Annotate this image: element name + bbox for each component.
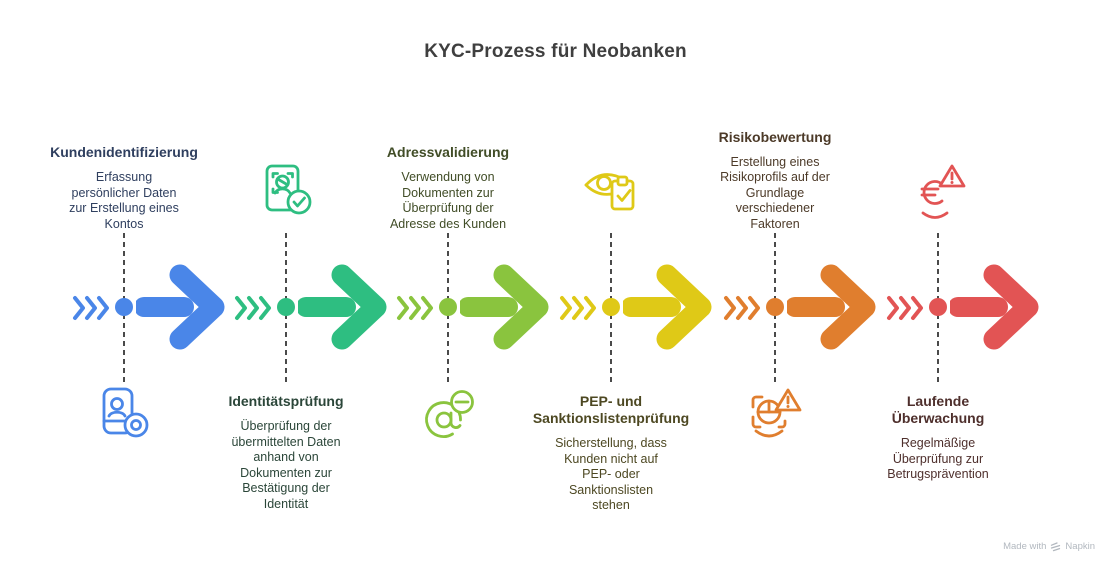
napkin-logo-icon xyxy=(1051,542,1061,552)
step-description: Sicherstellung, dass Kunden nicht auf PE… xyxy=(555,436,667,512)
triple-chevron-icon xyxy=(887,296,923,320)
connector-dashed-line xyxy=(447,233,449,383)
step-description: Regelmäßige Überprüfung zur Betrugspräve… xyxy=(887,436,989,481)
step-icon-slot xyxy=(254,161,318,225)
forward-arrow-icon xyxy=(460,264,549,350)
triple-chevron-icon xyxy=(560,296,596,320)
connector-dashed-line xyxy=(610,233,612,383)
step-icon-slot xyxy=(92,383,156,447)
step-label: Risikobewertung xyxy=(718,128,832,145)
connector-dashed-line xyxy=(774,233,776,383)
step-icon-slot xyxy=(906,161,970,225)
step-description: Erstellung eines Risikoprofils auf der G… xyxy=(720,154,830,231)
step-text: Kundenidentifizierung Erfassung persönli… xyxy=(34,100,214,232)
forward-arrow-icon xyxy=(623,264,712,350)
chart-warning-icon xyxy=(751,388,802,438)
step-text: Laufende Überwachung Regelmäßige Überprü… xyxy=(848,393,1028,483)
at-minus-icon xyxy=(425,390,474,438)
triple-chevron-icon xyxy=(73,296,109,320)
step-label: PEP- und Sanktionslistenprüfung xyxy=(532,393,690,426)
document-face-check-icon xyxy=(265,164,312,215)
timeline-dot xyxy=(602,298,620,316)
triple-chevron-icon xyxy=(235,296,271,320)
step-label: Kundenidentifizierung xyxy=(50,144,198,160)
timeline-dot xyxy=(277,298,295,316)
euro-warning-icon xyxy=(920,164,966,219)
step-label: Identitätsprüfung xyxy=(228,393,344,409)
napkin-brand-text: Napkin xyxy=(1065,541,1095,552)
forward-arrow-icon xyxy=(950,264,1039,350)
step-icon-slot xyxy=(416,383,480,447)
step-icon-slot xyxy=(579,161,643,225)
timeline-dot xyxy=(115,298,133,316)
connector-dashed-line xyxy=(937,233,939,383)
forward-arrow-icon xyxy=(298,264,387,350)
step-label: Adressvalidierung xyxy=(386,144,510,160)
timeline-dot xyxy=(766,298,784,316)
triple-chevron-icon xyxy=(724,296,760,320)
made-with-napkin: Made with Napkin xyxy=(1003,541,1095,552)
step-label: Laufende Überwachung xyxy=(891,393,985,426)
forward-arrow-icon xyxy=(787,264,876,350)
step-icon-slot xyxy=(743,383,807,447)
step-description: Erfassung persönlicher Daten zur Erstell… xyxy=(69,170,179,231)
step-description: Verwendung von Dokumenten zur Überprüfun… xyxy=(389,170,507,231)
step-text: Adressvalidierung Verwendung von Dokumen… xyxy=(358,100,538,232)
connector-dashed-line xyxy=(123,233,125,383)
step-text: PEP- und Sanktionslistenprüfung Sicherst… xyxy=(521,393,701,514)
step-text: Identitätsprüfung Überprüfung der übermi… xyxy=(196,393,376,512)
step-description: Überprüfung der übermittelten Daten anha… xyxy=(231,419,341,511)
step-text: Risikobewertung Erstellung eines Risikop… xyxy=(685,100,865,232)
timeline-dot xyxy=(439,298,457,316)
diagram-title: KYC-Prozess für Neobanken xyxy=(424,41,687,62)
eye-clipboard-icon xyxy=(584,173,635,211)
timeline-dot xyxy=(929,298,947,316)
triple-chevron-icon xyxy=(397,296,433,320)
made-with-text: Made with xyxy=(1003,541,1047,552)
connector-dashed-line xyxy=(285,233,287,383)
forward-arrow-icon xyxy=(136,264,225,350)
id-card-icon xyxy=(102,387,149,438)
